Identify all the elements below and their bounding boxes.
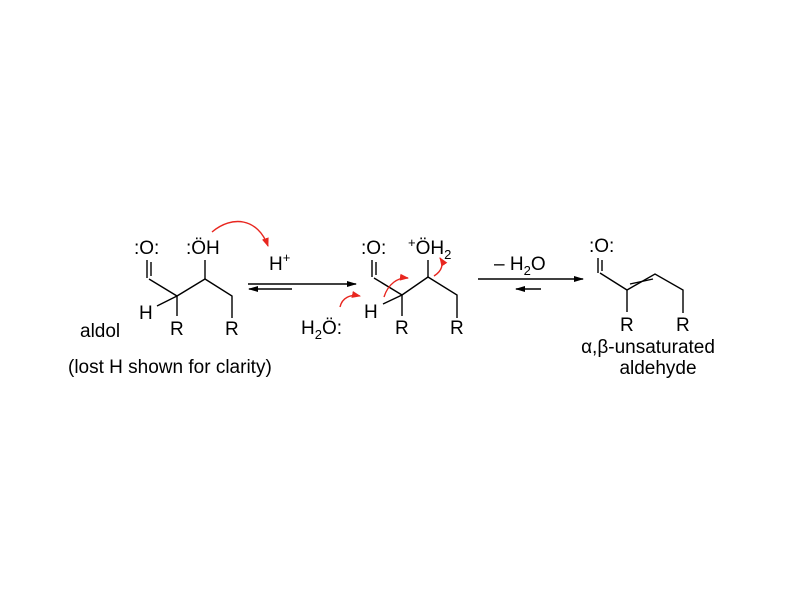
curved-arrow-icon: [339, 291, 361, 308]
clarity-note: (lost H shown for clarity): [68, 357, 272, 378]
c-h-bond: [156, 295, 178, 307]
carbon-chain: [373, 276, 458, 318]
alpha-hydrogen: H: [364, 302, 378, 323]
water-loss-label: – H2O: [494, 254, 546, 278]
curved-arrow-icon: [383, 273, 409, 298]
aldol-molecule: :O: :ÖH H R R aldol (lost H shown for cl…: [68, 238, 272, 378]
carbonyl-oxygen: :O:: [361, 238, 386, 259]
hydroxyl-group: :ÖH: [186, 238, 220, 259]
unsaturated-aldehyde: :O: R R α,β-unsaturated aldehyde: [581, 236, 715, 379]
r-group: R: [225, 319, 239, 340]
carbon-chain: [599, 272, 684, 313]
r-group: R: [170, 319, 184, 340]
water-molecule: H2Ö:: [301, 318, 342, 342]
r-group: R: [620, 315, 634, 336]
curved-arrow-icon: [211, 220, 269, 247]
carbon-chain: [148, 278, 233, 318]
oxonium-group: +ÖH2: [408, 235, 451, 262]
carbonyl-oxygen: :O:: [134, 238, 159, 259]
alkene-bond-inner: [629, 278, 654, 285]
curved-arrow-icon: [433, 257, 448, 277]
product-name-line2: aldehyde: [619, 358, 696, 379]
alpha-hydrogen: H: [139, 303, 153, 324]
c-h-bond: [382, 294, 403, 305]
proton: H+: [269, 250, 290, 275]
carbonyl-oxygen: :O:: [589, 236, 614, 257]
aldol-label: aldol: [80, 321, 120, 342]
protonated-intermediate: :O: +ÖH2 H R R H2Ö:: [301, 235, 464, 342]
product-name-line1: α,β-unsaturated: [581, 337, 715, 358]
r-group: R: [676, 315, 690, 336]
r-group: R: [395, 318, 409, 339]
r-group: R: [450, 318, 464, 339]
